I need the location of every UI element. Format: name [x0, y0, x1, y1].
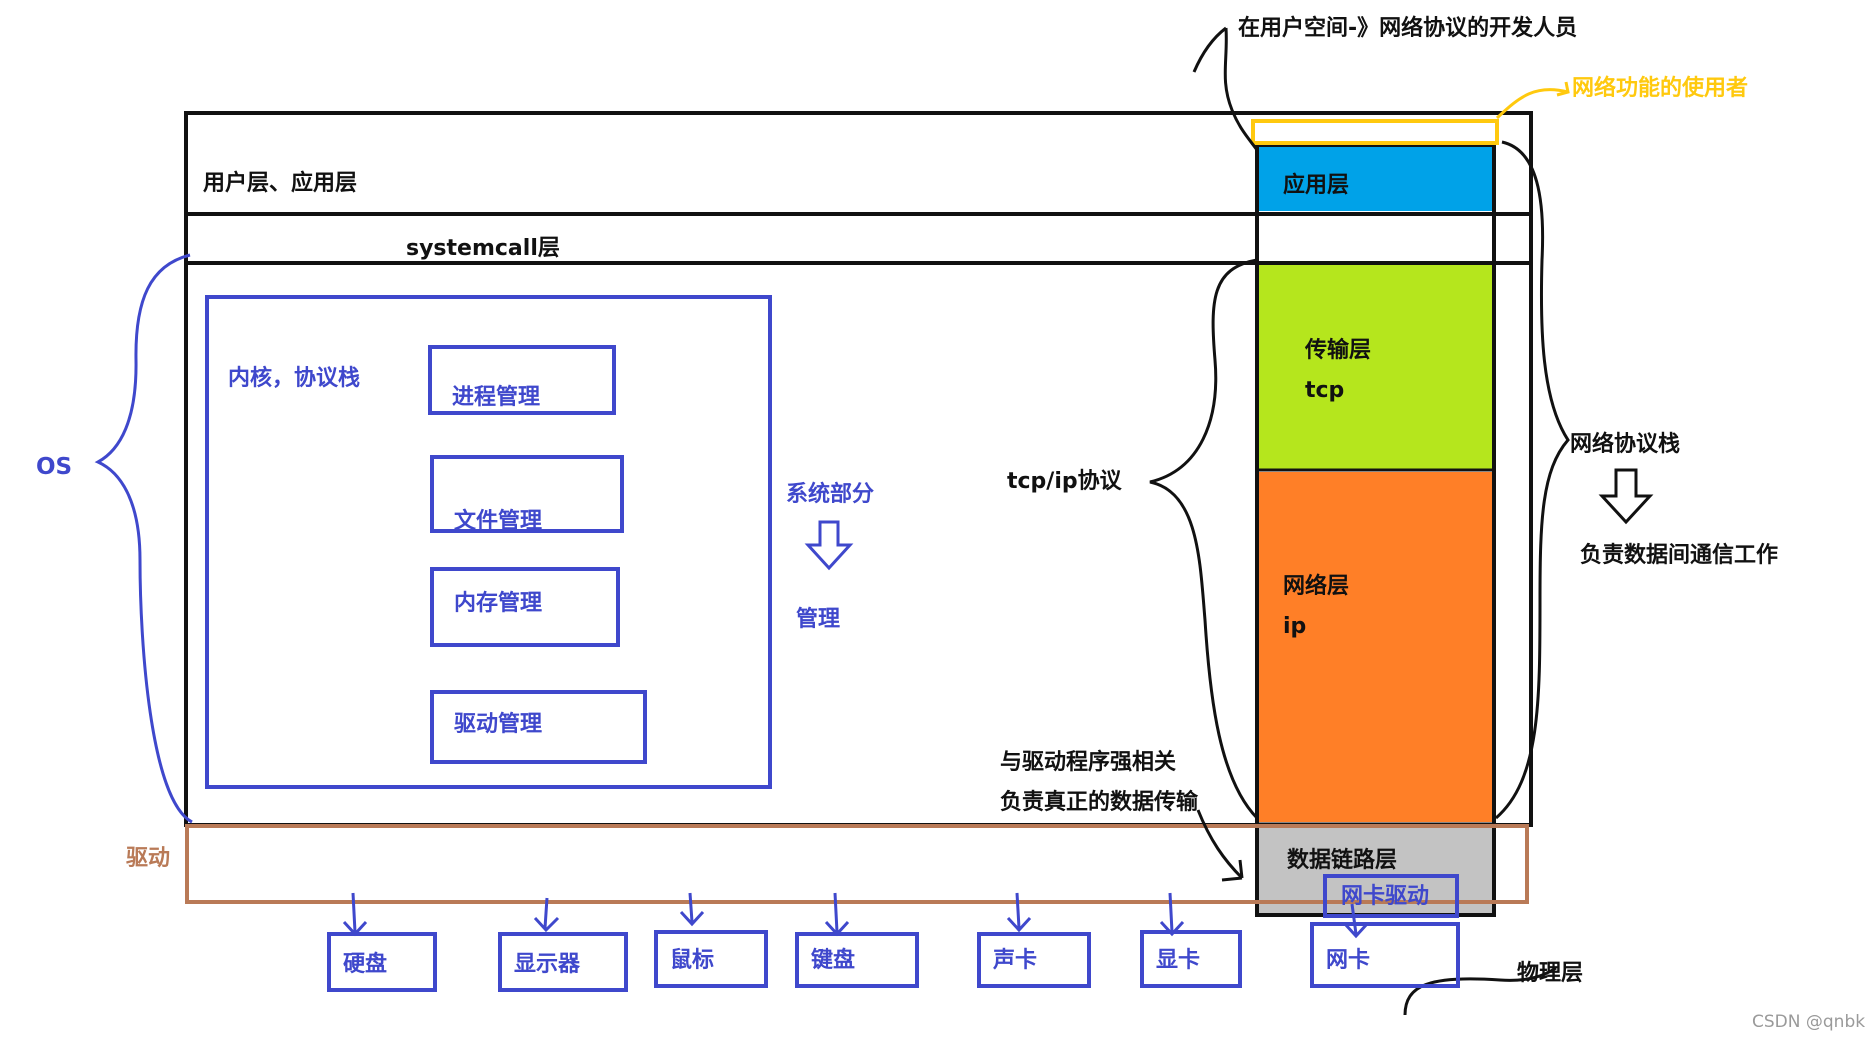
- device-disk: 硬盘: [327, 932, 437, 992]
- device-keyboard: 键盘: [795, 932, 919, 988]
- device-nic: 网卡: [1310, 922, 1460, 988]
- driver-note-arrow: [1196, 809, 1244, 880]
- driver-note-line-2: 负责真正的数据传输: [1000, 790, 1199, 815]
- kernel-label: 内核，协议栈: [228, 366, 361, 391]
- transport-layer-fill: [1257, 265, 1494, 470]
- kernel-module-process: 进程管理: [428, 345, 616, 415]
- application-layer-fill: [1257, 145, 1494, 211]
- network-user-pointer: [1495, 88, 1569, 120]
- os-brace: [94, 253, 193, 824]
- datalink-layer-label: 数据链路层: [1287, 848, 1398, 873]
- kernel-module-memory: 内存管理: [430, 567, 620, 647]
- device-arrows: [342, 892, 1369, 939]
- device-sound-card: 声卡: [977, 932, 1091, 988]
- network-proto-label: ip: [1283, 614, 1307, 639]
- nic-driver-box: 网卡驱动: [1323, 874, 1459, 918]
- top-annotation: 在用户空间-》网络协议的开发人员: [1238, 16, 1578, 41]
- watermark: CSDN @qnbk: [1752, 1012, 1866, 1032]
- tcpip-label: tcp/ip协议: [1007, 469, 1122, 494]
- os-label: OS: [36, 454, 73, 480]
- network-layer-label: 网络层: [1283, 574, 1350, 599]
- physical-layer-label: 物理层: [1517, 961, 1584, 986]
- system-part-label: 系统部分: [786, 482, 875, 507]
- system-part-arrow: [804, 520, 854, 571]
- device-mouse: 鼠标: [654, 930, 768, 988]
- network-layer-fill: [1257, 472, 1494, 822]
- transport-layer-label: 传输层: [1305, 338, 1372, 363]
- network-stack-desc: 负责数据间通信工作: [1580, 543, 1779, 568]
- driver-label: 驱动: [126, 846, 171, 871]
- network-user-label: 网络功能的使用者: [1572, 76, 1749, 101]
- network-user-box: [1251, 119, 1499, 145]
- systemcall-layer-label: systemcall层: [406, 236, 560, 261]
- top-annotation-connector: [1223, 27, 1259, 151]
- network-stack-label: 网络协议栈: [1570, 432, 1681, 457]
- tcpip-brace: [1149, 258, 1259, 820]
- kernel-module-file: 文件管理: [430, 455, 624, 533]
- network-stack-arrow: [1598, 468, 1654, 525]
- manage-label: 管理: [796, 607, 841, 632]
- kernel-module-driver: 驱动管理: [430, 690, 647, 764]
- driver-band: [185, 824, 1529, 904]
- kernel-box: [205, 295, 772, 789]
- datalink-layer-fill: [1257, 826, 1494, 914]
- transport-proto-label: tcp: [1305, 378, 1345, 403]
- physical-layer-connector: [1403, 966, 1557, 1016]
- network-stack-brace: [1495, 140, 1570, 820]
- driver-note-line-1: 与驱动程序强相关: [1000, 750, 1177, 775]
- user-layer-label: 用户层、应用层: [203, 171, 358, 196]
- application-layer-label: 应用层: [1283, 173, 1350, 198]
- device-graphics-card: 显卡: [1140, 930, 1242, 988]
- device-monitor: 显示器: [498, 932, 628, 992]
